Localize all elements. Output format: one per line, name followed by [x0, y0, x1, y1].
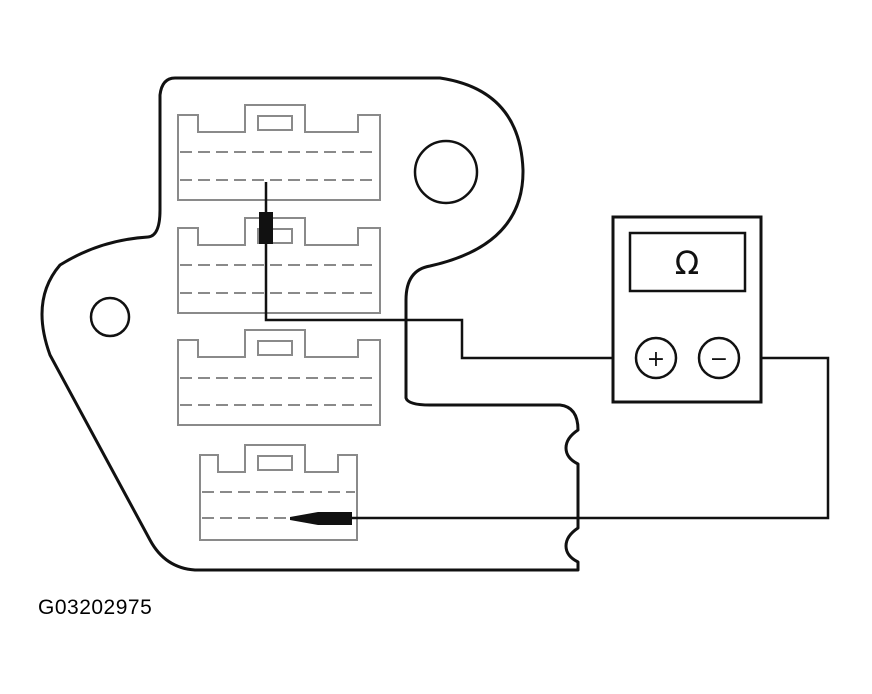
bracket-outline [40, 76, 580, 572]
connector-1 [177, 104, 381, 201]
positive-terminal [634, 336, 678, 380]
probe-icon [290, 512, 352, 525]
meter-display [628, 231, 747, 293]
mounting-hole-icon [413, 139, 479, 205]
meter-display-symbol: Ω [675, 244, 699, 282]
connector-4 [199, 444, 358, 541]
mounting-hole-icon [89, 296, 131, 338]
probe-icon [259, 212, 273, 244]
positive-terminal-label: + [647, 347, 665, 372]
connector-2 [177, 217, 381, 314]
test-leads [264, 182, 830, 520]
negative-terminal-label: − [710, 347, 728, 372]
ohmmeter-icon: Ω + − [611, 215, 763, 404]
figure-caption: G03202975 [38, 596, 153, 619]
positive-lead [264, 182, 637, 360]
connector-3 [177, 329, 381, 426]
negative-terminal [697, 336, 741, 380]
negative-lead [352, 356, 830, 520]
